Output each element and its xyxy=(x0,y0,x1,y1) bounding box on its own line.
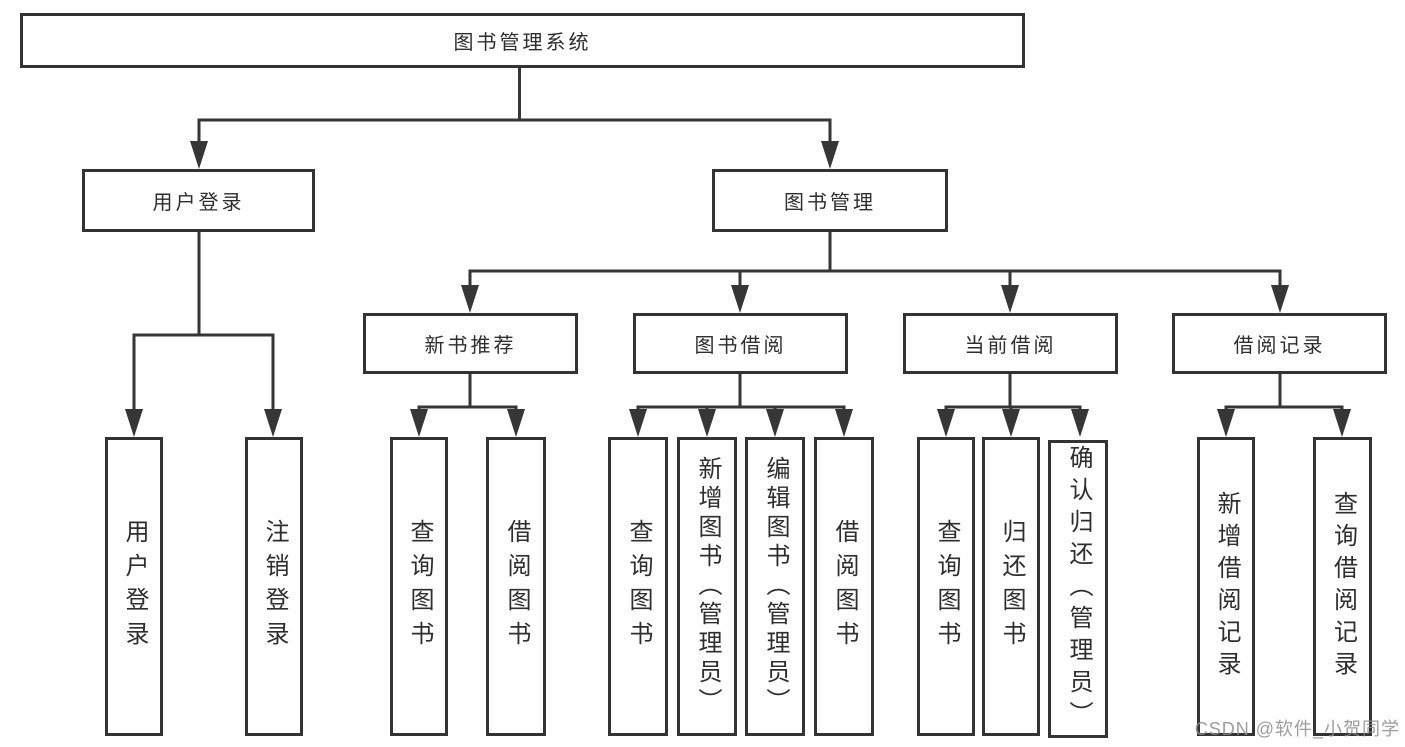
arrow-down-icon xyxy=(1071,409,1089,437)
leaf-borrow-books: 借阅图书 xyxy=(486,437,546,736)
leaf-query-borrow-record: 查询借阅记录 xyxy=(1313,437,1372,736)
leaf-label: 查询借阅记录 xyxy=(1329,490,1357,683)
leaf-label: 新增借阅记录 xyxy=(1213,490,1240,683)
leaf-label: 注销登录 xyxy=(261,518,288,655)
node-new-book-recommendation: 新书推荐 xyxy=(363,313,578,374)
arrow-down-icon xyxy=(937,409,955,437)
node-label: 用户登录 xyxy=(152,192,245,214)
leaf-add-books-admin: 新增图书（管理员） xyxy=(677,437,737,736)
leaf-logout-login: 注销登录 xyxy=(245,437,303,736)
arrow-down-icon xyxy=(821,141,839,169)
arrow-down-icon xyxy=(835,409,853,437)
node-label: 当前借阅 xyxy=(964,335,1057,357)
node-label: 图书管理 xyxy=(784,192,876,214)
node-label: 图书借阅 xyxy=(694,335,787,357)
arrow-down-icon xyxy=(698,409,716,437)
arrow-down-icon xyxy=(1217,409,1235,437)
leaf-label: 查询图书 xyxy=(933,518,960,655)
leaf-label: 新增图书（管理员） xyxy=(694,456,721,717)
leaf-label: 用户登录 xyxy=(121,518,148,655)
arrow-down-icon xyxy=(1001,285,1019,313)
leaf-return-books: 归还图书 xyxy=(982,437,1040,736)
arrow-down-icon xyxy=(461,285,479,313)
node-library-system: 图书管理系统 xyxy=(20,13,1025,68)
arrow-down-icon xyxy=(1271,285,1289,313)
arrow-down-icon xyxy=(125,409,143,437)
leaf-user-login: 用户登录 xyxy=(105,437,163,736)
node-user-login: 用户登录 xyxy=(82,169,315,232)
arrow-down-icon xyxy=(1333,409,1351,437)
csdn-watermark: CSDN @软件_小贺同学 xyxy=(1194,719,1400,739)
leaf-add-borrow-record: 新增借阅记录 xyxy=(1197,437,1255,736)
leaf-label: 确认归还（管理员） xyxy=(1065,445,1092,733)
node-borrowing-records: 借阅记录 xyxy=(1172,313,1387,374)
leaf-borrow-books: 借阅图书 xyxy=(814,437,874,736)
leaf-label: 借阅图书 xyxy=(831,518,858,655)
arrow-down-icon xyxy=(1002,409,1020,437)
arrow-down-icon xyxy=(190,141,208,169)
arrow-down-icon xyxy=(507,409,525,437)
leaf-confirm-return-admin: 确认归还（管理员） xyxy=(1048,440,1108,738)
arrowheads-group xyxy=(125,141,1351,437)
leaf-edit-books-admin: 编辑图书（管理员） xyxy=(745,437,805,736)
leaf-query-books: 查询图书 xyxy=(608,437,668,736)
arrow-down-icon xyxy=(410,409,428,437)
arrow-down-icon xyxy=(731,285,749,313)
leaf-label: 编辑图书（管理员） xyxy=(762,456,789,717)
node-current-borrowing: 当前借阅 xyxy=(903,313,1118,374)
arrow-down-icon xyxy=(766,409,784,437)
leaf-label: 借阅图书 xyxy=(503,518,530,655)
arrow-down-icon xyxy=(629,409,647,437)
node-label: 图书管理系统 xyxy=(453,32,592,54)
leaf-query-books: 查询图书 xyxy=(390,437,448,736)
node-label: 借阅记录 xyxy=(1233,335,1326,357)
leaf-label: 归还图书 xyxy=(998,518,1025,655)
leaf-label: 查询图书 xyxy=(625,518,652,655)
node-book-borrowing: 图书借阅 xyxy=(633,313,848,374)
node-label: 新书推荐 xyxy=(424,335,517,357)
leaf-query-books: 查询图书 xyxy=(917,437,975,736)
leaf-label: 查询图书 xyxy=(406,518,433,655)
arrow-down-icon xyxy=(264,409,282,437)
node-book-management: 图书管理 xyxy=(712,169,948,232)
